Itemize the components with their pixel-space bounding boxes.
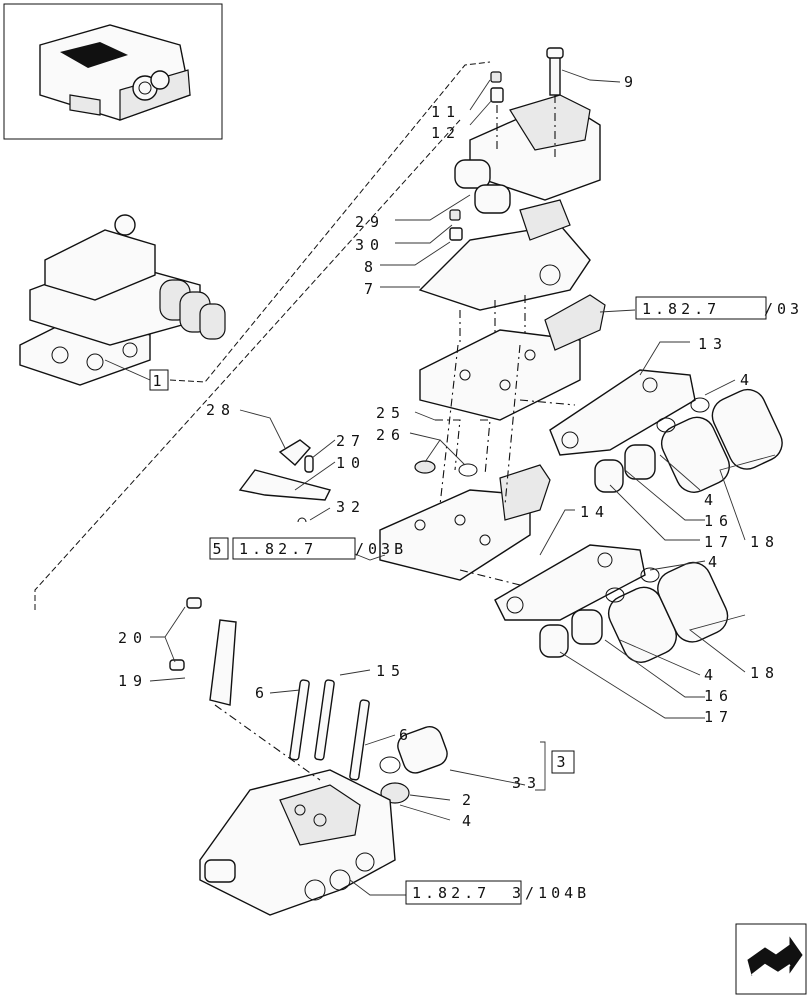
- label-12: 12: [431, 124, 461, 142]
- label-4-a: 4: [740, 371, 755, 389]
- assembly-thumbnail-icon[interactable]: [3, 3, 223, 140]
- o-ring-26: [458, 463, 478, 477]
- label-26: 26: [376, 426, 406, 444]
- label-20: 20: [118, 629, 148, 647]
- label-4-d: 4: [704, 666, 719, 684]
- reference-1-82-7-3-104b[interactable]: 1.82.7 3/104B: [405, 880, 590, 905]
- label-9: 9: [624, 73, 639, 91]
- label-18-a: 18: [750, 533, 780, 551]
- label-30: 30: [355, 236, 385, 254]
- svg-text:3: 3: [556, 753, 569, 771]
- reference-1-82-7-03[interactable]: 1.82.7 /03: [635, 296, 803, 320]
- reference-suffix-text: /03: [764, 300, 803, 318]
- cover-plate-block: [418, 199, 591, 345]
- linkage-parts: [238, 439, 332, 523]
- label-19: 19: [118, 672, 148, 690]
- label-8: 8: [364, 258, 379, 276]
- reference-box-text: 1.82.7: [412, 884, 490, 902]
- label-6-a: 6: [255, 684, 270, 702]
- callout-3[interactable]: 3: [551, 750, 575, 774]
- reference-suffix-text: 3/104B: [512, 884, 590, 902]
- label-13: 13: [698, 335, 728, 353]
- overview-assembly-drawing: 1: [19, 214, 226, 391]
- label-15: 15: [376, 662, 406, 680]
- callout-1: 1: [152, 372, 165, 390]
- next-page-arrow-icon[interactable]: [735, 923, 807, 995]
- label-14: 14: [580, 503, 610, 521]
- reference-suffix-text: /03B: [355, 540, 407, 558]
- base-valve-block: [169, 597, 448, 916]
- label-16-a: 16: [704, 512, 734, 530]
- label-29: 29: [355, 213, 385, 231]
- label-4-c: 4: [708, 553, 723, 571]
- label-4-b: 4: [704, 491, 719, 509]
- label-11: 11: [431, 103, 461, 121]
- leader-lines: [149, 69, 776, 896]
- label-6-b: 6: [399, 726, 414, 744]
- label-17-b: 17: [704, 708, 734, 726]
- label-16-b: 16: [704, 687, 734, 705]
- label-4-e: 4: [462, 812, 477, 830]
- lower-valve-section: [379, 464, 729, 663]
- top-valve-head: [454, 47, 601, 214]
- label-18-b: 18: [750, 664, 780, 682]
- reference-box-text: 1.82.7: [239, 540, 317, 558]
- label-10: 10: [336, 454, 366, 472]
- reference-5-1-82-7-03b[interactable]: 5 1.82.7 /03B: [209, 537, 407, 560]
- label-33: 33: [512, 774, 542, 792]
- label-2: 2: [462, 791, 477, 809]
- label-32: 32: [336, 498, 366, 516]
- seal-25: [414, 460, 436, 474]
- label-17-a: 17: [704, 533, 734, 551]
- reference-prefix-text: 5: [212, 540, 225, 558]
- label-7: 7: [364, 280, 379, 298]
- label-27: 27: [336, 432, 366, 450]
- upper-valve-section: [419, 294, 783, 493]
- label-28: 28: [206, 401, 236, 419]
- label-25: 25: [376, 404, 406, 422]
- reference-box-text: 1.82.7: [642, 300, 720, 318]
